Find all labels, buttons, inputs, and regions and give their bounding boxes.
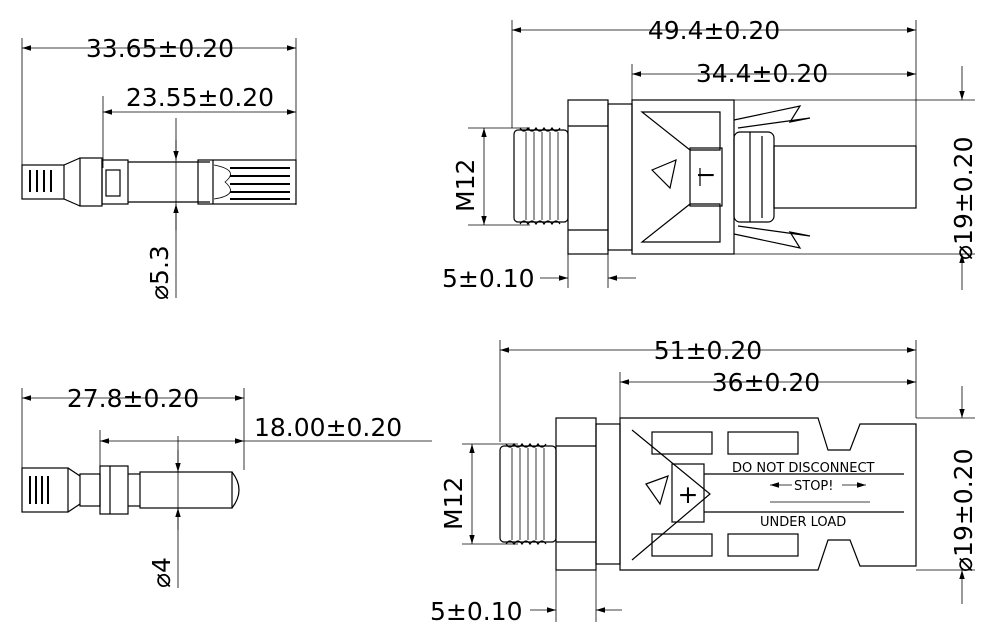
female-connector-diameter-dimension: ⌀19±0.20 xyxy=(916,386,978,604)
female-pin-view: 27.8±0.20 18.00±0.20 xyxy=(21,384,432,588)
male-connector-polarity-label: − xyxy=(696,160,717,189)
warning-line1: DO NOT DISCONNECT xyxy=(732,461,875,476)
male-connector-diameter-label: ⌀19±0.20 xyxy=(949,137,978,260)
female-connector-thread xyxy=(499,442,557,546)
male-connector-nut-dimension: 5±0.10 xyxy=(442,254,636,293)
female-connector-body: + xyxy=(619,417,917,571)
male-connector-nut-label: 5±0.10 xyxy=(442,264,535,293)
male-connector-total-length-label: 49.4±0.20 xyxy=(648,16,780,45)
female-connector-total-length-dimension: 51±0.20 xyxy=(500,336,916,365)
male-connector-nut xyxy=(567,99,633,255)
male-connector-body xyxy=(631,99,917,255)
warning-line3: UNDER LOAD xyxy=(760,515,846,530)
female-pin-diameter-dimension: ⌀4 xyxy=(147,436,181,588)
female-connector-total-length-label: 51±0.20 xyxy=(654,336,762,365)
male-connector-body-length-dimension: 34.4±0.20 xyxy=(632,59,916,88)
female-pin-tip-length-dimension: 18.00±0.20 xyxy=(100,413,432,444)
warning-line2: STOP! xyxy=(794,479,833,494)
female-connector-nut-label: 5±0.10 xyxy=(430,597,523,626)
female-pin-total-length-label: 27.8±0.20 xyxy=(67,384,199,413)
male-connector-view: 49.4±0.20 34.4±0.20 M12 xyxy=(442,16,978,293)
female-connector-warning: DO NOT DISCONNECT STOP! UNDER LOAD xyxy=(732,461,875,530)
female-connector-body-length-label: 36±0.20 xyxy=(712,368,820,397)
male-pin-body xyxy=(21,157,297,207)
female-connector-view: 51±0.20 36±0.20 M12 xyxy=(430,336,978,626)
male-pin-view: 33.65±0.20 23.55±0.20 xyxy=(21,34,297,300)
female-connector-diameter-label: ⌀19±0.20 xyxy=(949,449,978,572)
female-connector-thread-dimension: M12 xyxy=(439,443,518,545)
male-connector-total-length-dimension: 49.4±0.20 xyxy=(512,16,916,45)
male-connector-thread-dimension: M12 xyxy=(451,127,530,226)
female-pin-body xyxy=(21,465,240,515)
male-connector-thread-label: M12 xyxy=(451,159,480,212)
male-connector-thread xyxy=(513,126,569,226)
female-pin-diameter-label: ⌀4 xyxy=(147,557,176,588)
male-pin-body-length-label: 23.55±0.20 xyxy=(126,83,274,112)
male-pin-diameter-dimension: ⌀5.3 xyxy=(145,118,179,300)
male-pin-body-length-dimension: 23.55±0.20 xyxy=(103,83,296,115)
male-pin-total-length-dimension: 33.65±0.20 xyxy=(22,34,296,63)
female-connector-nut-dimension: 5±0.10 xyxy=(430,570,622,626)
female-connector-nut xyxy=(555,417,621,571)
male-pin-diameter-label: ⌀5.3 xyxy=(145,245,174,300)
female-connector-body-length-dimension: 36±0.20 xyxy=(620,368,916,397)
female-connector-polarity-label: + xyxy=(678,480,699,509)
male-connector-diameter-dimension: ⌀19±0.20 xyxy=(734,66,978,290)
female-pin-tip-length-label: 18.00±0.20 xyxy=(254,413,402,442)
female-connector-thread-label: M12 xyxy=(439,477,468,530)
female-pin-total-length-dimension: 27.8±0.20 xyxy=(22,384,244,413)
male-pin-total-length-label: 33.65±0.20 xyxy=(86,34,234,63)
male-connector-body-length-label: 34.4±0.20 xyxy=(696,59,828,88)
